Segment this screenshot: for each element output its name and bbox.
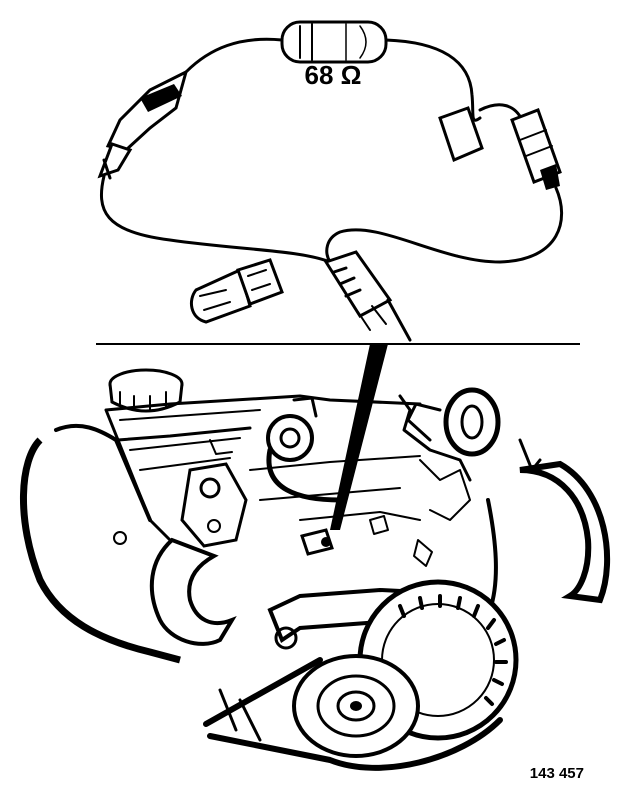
wire-lower-right	[325, 186, 564, 264]
vacuum-unit	[266, 396, 343, 503]
figure-number: 143 457	[530, 765, 584, 782]
engine-bracket	[180, 462, 248, 548]
wire-left-top	[184, 37, 284, 74]
radiator-hose	[486, 460, 611, 612]
test-lead-assembly: 68 Ω	[97, 20, 564, 342]
horn	[406, 387, 501, 457]
pin-connector	[438, 106, 562, 190]
timing-belt-cover	[19, 423, 181, 664]
sensor-location	[300, 528, 334, 556]
resistor-value-label: 68 Ω	[305, 60, 362, 90]
lead-connector-block	[323, 250, 412, 342]
crankshaft-pulley	[292, 654, 420, 758]
sensor-plug	[189, 258, 284, 324]
resistor	[280, 20, 388, 64]
drive-belt	[203, 657, 503, 771]
wire-right-top	[384, 38, 482, 122]
location-pointer	[330, 344, 388, 530]
wire-lower-left	[100, 174, 332, 264]
coolant-hose	[149, 537, 237, 646]
engine-illustration	[19, 368, 611, 771]
alligator-clip	[97, 69, 189, 180]
